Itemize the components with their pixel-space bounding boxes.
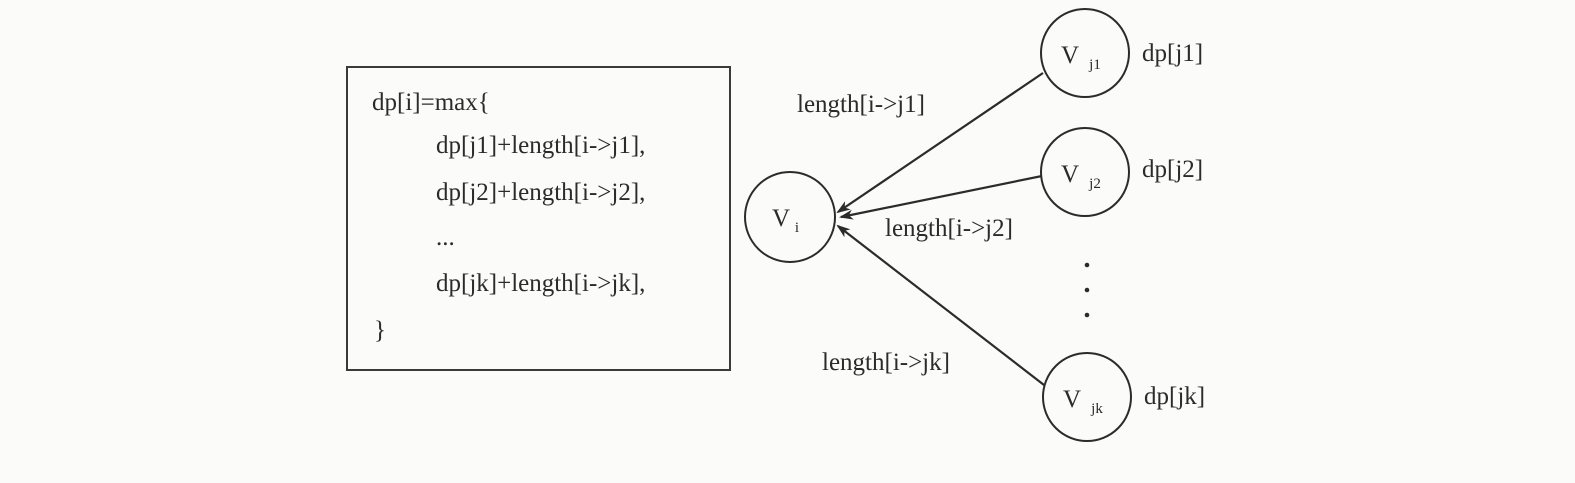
edge-jk-to-i — [836, 224, 1045, 386]
node-vjk-subscript: jk — [1090, 401, 1103, 417]
formula-line-header: dp[i]=max{ — [372, 89, 490, 116]
node-vj1-subscript: j1 — [1088, 57, 1101, 73]
formula-line-close: } — [374, 317, 386, 344]
edge-label-j2: length[i->j2] — [885, 215, 1013, 242]
node-vi: V i — [744, 171, 836, 263]
node-vjk: V jk — [1042, 352, 1132, 442]
node-vjk-label: V — [1063, 386, 1081, 413]
edge-label-jk: length[i->jk] — [822, 349, 950, 376]
formula-line-j1: dp[j1]+length[i->j1], — [436, 132, 646, 159]
node-vj2-subscript: j2 — [1088, 176, 1101, 192]
formula-line-ellipsis: ... — [436, 224, 455, 251]
node-vi-label: V — [772, 205, 790, 232]
dp-label-j2: dp[j2] — [1142, 156, 1203, 183]
formula-line-j2: dp[j2]+length[i->j2], — [436, 179, 646, 206]
edge-label-j1: length[i->j1] — [797, 91, 925, 118]
node-vj1: V j1 — [1040, 8, 1130, 98]
node-vi-subscript: i — [795, 220, 799, 236]
formula-box: dp[i]=max{ dp[j1]+length[i->j1], dp[j2]+… — [346, 66, 731, 371]
vertical-ellipsis — [1084, 262, 1090, 318]
node-vj2: V j2 — [1040, 127, 1130, 217]
dp-label-jk: dp[jk] — [1144, 383, 1205, 410]
node-vj2-label: V — [1061, 161, 1079, 188]
dp-label-j1: dp[j1] — [1142, 40, 1203, 67]
edge-j1-to-i — [836, 72, 1044, 214]
node-vj1-label: V — [1061, 42, 1079, 69]
edge-j2-to-i — [839, 174, 1043, 220]
formula-line-jk: dp[jk]+length[i->jk], — [436, 270, 646, 297]
